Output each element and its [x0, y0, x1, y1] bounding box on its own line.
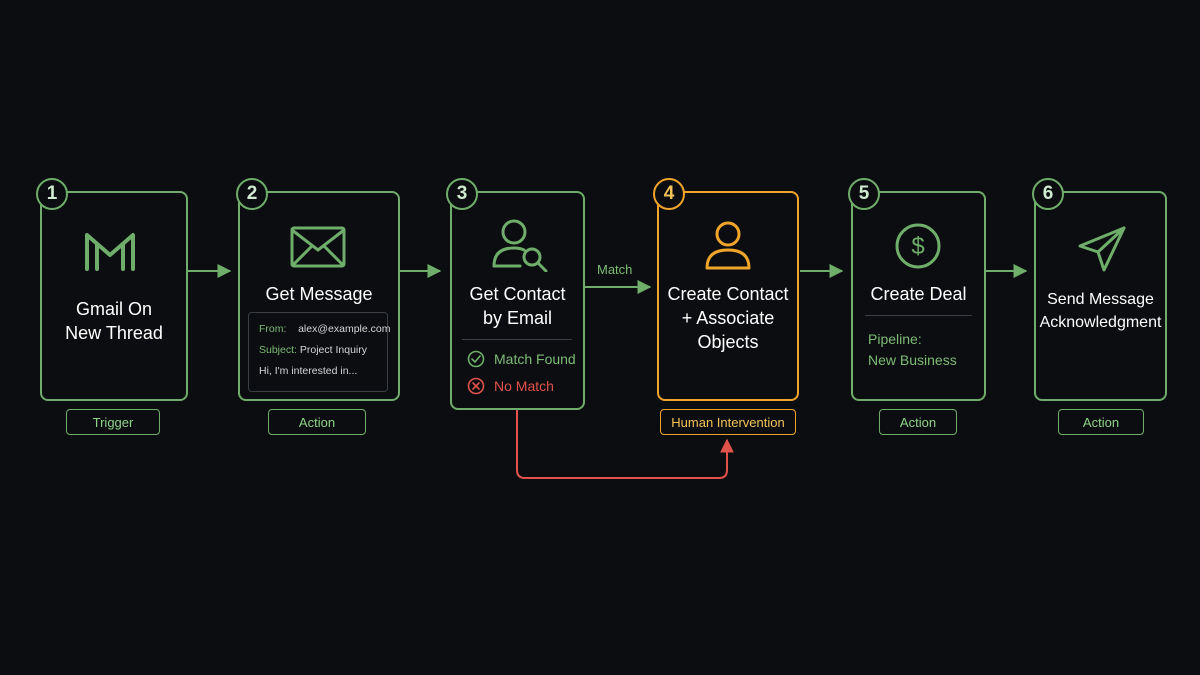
step-4-title-line-2: + Associate	[681, 308, 775, 328]
check-circle-icon	[467, 350, 485, 368]
gmail-icon	[85, 233, 135, 271]
step-2-title-line-1: Get Message	[265, 284, 373, 304]
step-3-divider	[462, 339, 572, 340]
no-match-label: No Match	[494, 378, 554, 394]
step-4-title-line-1: Create Contact	[667, 284, 789, 304]
step-5-tag: Action	[879, 409, 957, 435]
svg-text:$: $	[911, 233, 924, 260]
arrow-no-match	[516, 410, 734, 479]
step-1-title-line-2: New Thread	[65, 323, 163, 343]
dollar-icon: $	[895, 223, 941, 269]
step-6-tag: Action	[1058, 409, 1144, 435]
envelope-icon	[290, 226, 346, 268]
email-preview: From: alex@example.com Subject: Project …	[248, 312, 391, 392]
pipeline-label: Pipeline:	[868, 331, 922, 347]
step-4-card[interactable]	[657, 191, 799, 401]
step-3-number-badge: 3	[446, 178, 478, 210]
step-6-title-line-2: Acknowledgment	[1039, 314, 1162, 331]
email-body-preview: Hi, I'm interested in...	[259, 365, 358, 377]
x-circle-icon	[467, 377, 485, 395]
step-5-divider	[865, 315, 972, 316]
step-2-title: Get Message	[238, 282, 400, 306]
step-3-title: Get Contact by Email	[450, 282, 585, 330]
email-subject-label: Subject:	[259, 344, 297, 356]
step-1-title: Gmail On New Thread	[42, 297, 186, 345]
email-subject-value: Project Inquiry	[299, 344, 367, 356]
step-4-title-line-3: Objects	[697, 332, 759, 352]
email-from-label: From:	[259, 323, 287, 335]
step-1-title-line-1: Gmail On	[75, 299, 153, 319]
step-2-number-badge: 2	[236, 178, 268, 210]
step-4-tag: Human Intervention	[660, 409, 796, 435]
step-1-card[interactable]: Gmail On New Thread	[40, 191, 188, 401]
step-4-number-badge: 4	[653, 178, 685, 210]
step-6-title: Send Message Acknowledgment	[1034, 288, 1167, 334]
step-3-card[interactable]	[450, 191, 585, 410]
match-found-label: Match Found	[494, 351, 576, 367]
step-1-tag: Trigger	[66, 409, 160, 435]
send-icon	[1078, 226, 1126, 272]
step-5-number-badge: 5	[848, 178, 880, 210]
step-6-card[interactable]	[1034, 191, 1167, 401]
step-6-title-line-1: Send Message	[1047, 291, 1154, 308]
step-1-number-badge: 1	[36, 178, 68, 210]
step-5-title: Create Deal	[851, 282, 986, 306]
step-3-title-line-1: Get Contact	[469, 284, 566, 304]
email-from-value: alex@example.com	[298, 323, 391, 335]
person-icon	[705, 221, 751, 270]
step-4-title: Create Contact + Associate Objects	[657, 282, 799, 354]
match-connector-label: Match	[597, 262, 633, 277]
step-6-number-badge: 6	[1032, 178, 1064, 210]
step-2-tag: Action	[268, 409, 366, 435]
step-2-card[interactable]	[238, 191, 400, 401]
pipeline-value: New Business	[868, 352, 957, 368]
match-found-row: Match Found	[467, 350, 576, 368]
step-5-title-line-1: Create Deal	[870, 284, 967, 304]
step-3-title-line-2: by Email	[482, 308, 553, 328]
contact-search-icon	[492, 219, 548, 272]
no-match-row: No Match	[467, 377, 554, 395]
